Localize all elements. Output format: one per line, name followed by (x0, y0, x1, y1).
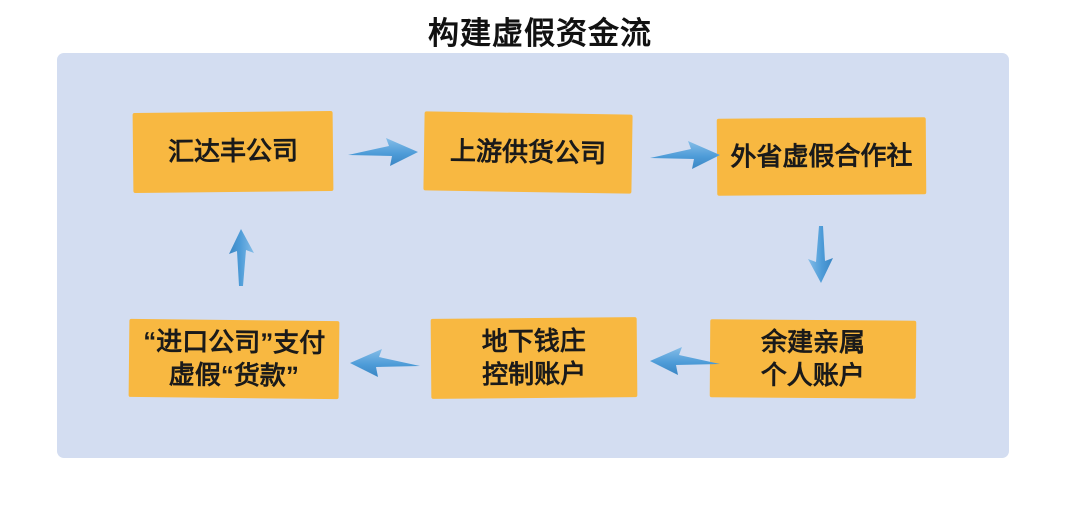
node-upstream-supplier: 上游供货公司 (423, 111, 633, 194)
page-title: 构建虚假资金流 (428, 16, 652, 51)
node-label: 控制账户 (481, 358, 587, 390)
node-import-company-payment: “进口公司”支付 虚假“货款” (128, 318, 340, 400)
node-label: “进口公司”支付 (143, 325, 326, 358)
node-label: 外省虚假合作社 (730, 140, 913, 172)
node-fake-cooperative: 外省虚假合作社 (716, 117, 927, 196)
node-label: 地下钱庄 (481, 325, 586, 357)
node-huidafeng-company: 汇达丰公司 (132, 110, 334, 194)
arrow-left-icon (650, 347, 720, 375)
node-label: 虚假“货款” (168, 359, 299, 391)
arrow-right-icon (650, 141, 720, 169)
node-label: 余建亲属 (761, 326, 866, 358)
node-underground-bank-account: 地下钱庄 控制账户 (430, 317, 638, 399)
arrow-up-icon (229, 229, 254, 286)
node-label: 上游供货公司 (449, 135, 607, 169)
arrow-down-icon (808, 226, 833, 283)
node-label: 汇达丰公司 (167, 135, 299, 168)
node-relatives-personal-account: 余建亲属 个人账户 (709, 319, 917, 399)
arrow-left-icon (350, 349, 420, 377)
arrow-right-icon (348, 138, 418, 166)
node-label: 个人账户 (760, 359, 865, 391)
